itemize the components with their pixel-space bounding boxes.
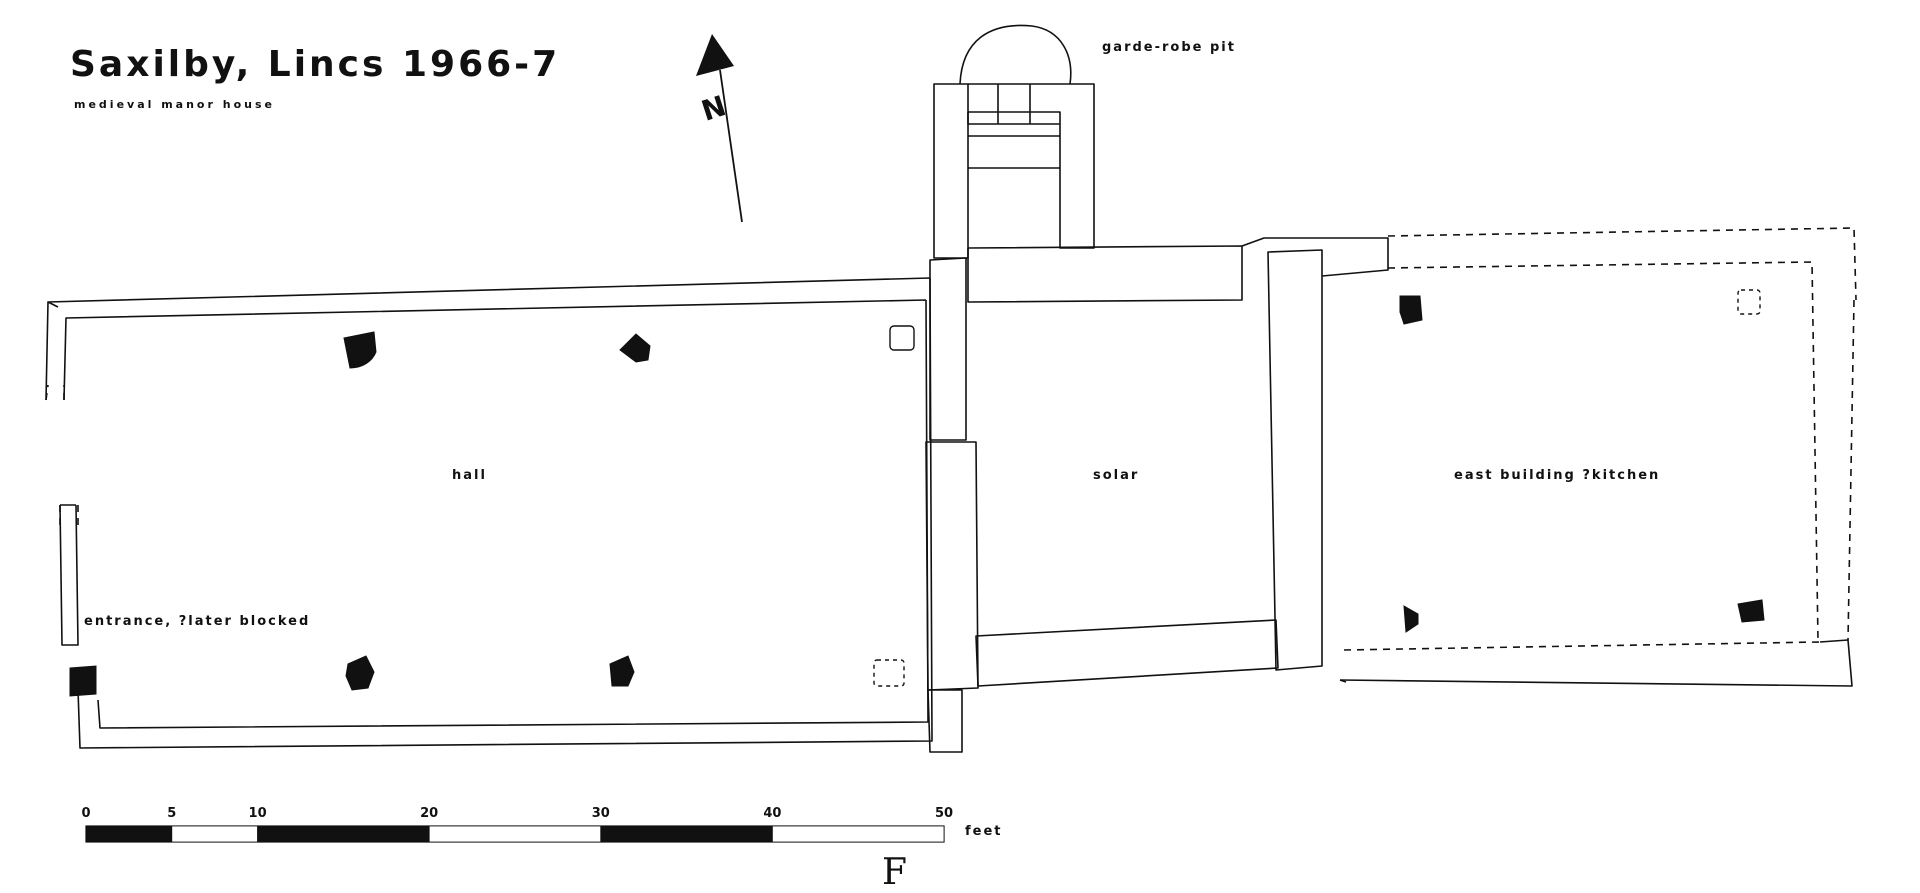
scale-tick-label: 50 (934, 806, 954, 821)
post-pad-hall-ne (619, 333, 651, 363)
plan-subtitle: medieval manor house (74, 98, 275, 111)
east-building-dashed-south (1339, 641, 1821, 683)
post-pad-hall-se (609, 655, 635, 687)
solar-south-wall (975, 619, 1279, 687)
entrance-label: entrance, ?later blocked (84, 614, 311, 629)
north-arrow-icon (696, 34, 743, 223)
garderobe-chutes (967, 84, 1060, 169)
post-pad-east-se (1737, 599, 1765, 623)
scale-tick-label: 0 (81, 806, 91, 821)
hall-outer-wall (45, 277, 933, 749)
figure-mark: F (882, 852, 907, 893)
entrance-block (69, 665, 97, 697)
hall-west-wall (59, 504, 79, 646)
post-pad-hall-east-open (889, 325, 915, 351)
garderobe-tower (933, 83, 1095, 259)
solar-label: solar (1093, 468, 1140, 483)
hall-solar-crosswall (929, 257, 967, 441)
solar-east-wall (1267, 249, 1323, 671)
scale-segment-0 (85, 825, 173, 843)
scale-bar (85, 825, 945, 843)
hall-west-dashed (45, 384, 79, 525)
garderobe-pit (959, 24, 1072, 85)
scale-segment-3 (428, 825, 602, 843)
scale-segment-1 (171, 825, 259, 843)
east-building-dashed-inner (1387, 261, 1819, 641)
solar-north-wall (967, 245, 1243, 303)
post-pad-east-sw (1403, 605, 1419, 633)
east-building-wall-north (1241, 237, 1389, 277)
scale-segment-4 (600, 825, 773, 843)
hall-inner-wall (63, 299, 929, 729)
post-pad-hall-sw (345, 655, 375, 691)
scale-tick-label: 30 (591, 806, 610, 821)
scale-tick-label: 20 (420, 806, 439, 821)
east-building-wall-east (1339, 639, 1853, 687)
post-pad-hall-east-dashed (873, 659, 905, 687)
post-pad-east-nw (1399, 295, 1423, 325)
scale-tick-label: 5 (167, 806, 177, 821)
plan-title: Saxilby, Lincs 1966-7 (70, 44, 561, 85)
scale-segment-2 (257, 825, 430, 843)
hall-solar-crosswall-south (925, 441, 979, 691)
scale-segment-5 (772, 825, 945, 843)
scale-tick-label: 40 (763, 806, 782, 821)
hall-label: hall (452, 468, 487, 483)
scale-unit: feet (965, 824, 1003, 839)
hall-solar-crosswall-end (927, 689, 963, 753)
east-building-label: east building ?kitchen (1454, 468, 1661, 483)
scale-tick-label: 10 (248, 806, 267, 821)
east-building-dashed-outer (1387, 227, 1857, 641)
post-pad-east-ne-dashed (1737, 289, 1761, 315)
garderobe-label: garde-robe pit (1102, 40, 1236, 55)
post-pad-hall-nw (343, 331, 377, 369)
